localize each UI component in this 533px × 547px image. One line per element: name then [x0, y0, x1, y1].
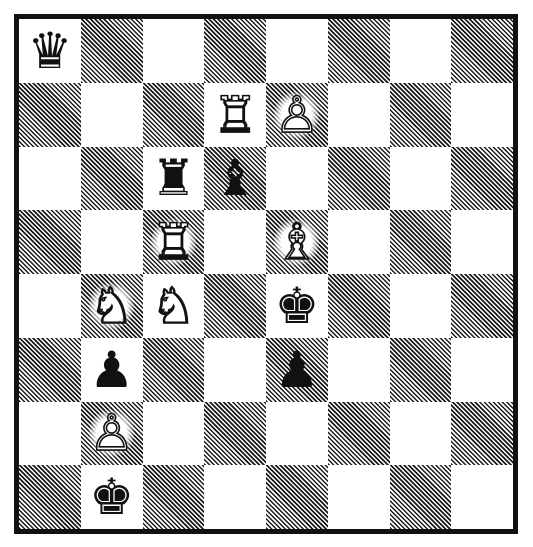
- square-g5[interactable]: [390, 210, 452, 274]
- square-c7[interactable]: [143, 83, 205, 147]
- white-rook-icon[interactable]: ♖: [213, 90, 258, 140]
- black-pawn-icon[interactable]: ♟: [274, 345, 319, 395]
- square-b2[interactable]: ♙: [81, 402, 143, 466]
- square-e2[interactable]: [266, 402, 328, 466]
- square-h1[interactable]: [451, 465, 513, 529]
- square-a2[interactable]: [19, 402, 81, 466]
- square-f4[interactable]: [328, 274, 390, 338]
- square-d6[interactable]: ♝: [204, 147, 266, 211]
- white-knight-icon[interactable]: ♘: [151, 281, 196, 331]
- black-bishop-icon[interactable]: ♝: [213, 153, 258, 203]
- square-a3[interactable]: [19, 338, 81, 402]
- square-e7[interactable]: ♙: [266, 83, 328, 147]
- square-d1[interactable]: [204, 465, 266, 529]
- white-pawn-icon[interactable]: ♙: [274, 90, 319, 140]
- black-queen-icon[interactable]: ♛: [27, 26, 72, 76]
- square-c4[interactable]: ♘: [143, 274, 205, 338]
- square-a7[interactable]: [19, 83, 81, 147]
- square-a5[interactable]: [19, 210, 81, 274]
- square-f2[interactable]: [328, 402, 390, 466]
- square-b3[interactable]: ♟: [81, 338, 143, 402]
- square-h8[interactable]: [451, 19, 513, 83]
- square-e5[interactable]: ♗: [266, 210, 328, 274]
- square-e3[interactable]: ♟: [266, 338, 328, 402]
- square-c3[interactable]: [143, 338, 205, 402]
- black-pawn-icon[interactable]: ♟: [89, 345, 134, 395]
- square-f3[interactable]: [328, 338, 390, 402]
- black-king-icon[interactable]: ♚: [274, 281, 319, 331]
- square-h2[interactable]: [451, 402, 513, 466]
- square-g8[interactable]: [390, 19, 452, 83]
- square-g1[interactable]: [390, 465, 452, 529]
- square-e1[interactable]: [266, 465, 328, 529]
- square-d2[interactable]: [204, 402, 266, 466]
- square-b4[interactable]: ♘: [81, 274, 143, 338]
- square-b1[interactable]: ♚: [81, 465, 143, 529]
- white-pawn-icon[interactable]: ♙: [89, 408, 134, 458]
- chess-board: ♛ ♖ ♙ ♜ ♝ ♖ ♗ ♘ ♘ ♚ ♟ ♟ ♙ ♚: [14, 14, 518, 534]
- square-f5[interactable]: [328, 210, 390, 274]
- square-h6[interactable]: [451, 147, 513, 211]
- square-d3[interactable]: [204, 338, 266, 402]
- square-a8[interactable]: ♛: [19, 19, 81, 83]
- square-c8[interactable]: [143, 19, 205, 83]
- square-c2[interactable]: [143, 402, 205, 466]
- square-g7[interactable]: [390, 83, 452, 147]
- square-d7[interactable]: ♖: [204, 83, 266, 147]
- square-e6[interactable]: [266, 147, 328, 211]
- square-f1[interactable]: [328, 465, 390, 529]
- square-a1[interactable]: [19, 465, 81, 529]
- square-f6[interactable]: [328, 147, 390, 211]
- square-a4[interactable]: [19, 274, 81, 338]
- white-knight-icon[interactable]: ♘: [89, 281, 134, 331]
- square-f7[interactable]: [328, 83, 390, 147]
- square-b8[interactable]: [81, 19, 143, 83]
- square-g3[interactable]: [390, 338, 452, 402]
- square-b7[interactable]: [81, 83, 143, 147]
- white-rook-icon[interactable]: ♖: [151, 217, 196, 267]
- square-h3[interactable]: [451, 338, 513, 402]
- square-g2[interactable]: [390, 402, 452, 466]
- square-c5[interactable]: ♖: [143, 210, 205, 274]
- square-e8[interactable]: [266, 19, 328, 83]
- square-f8[interactable]: [328, 19, 390, 83]
- square-h7[interactable]: [451, 83, 513, 147]
- white-bishop-icon[interactable]: ♗: [274, 217, 319, 267]
- black-king-icon[interactable]: ♚: [89, 472, 134, 522]
- square-a6[interactable]: [19, 147, 81, 211]
- square-e4[interactable]: ♚: [266, 274, 328, 338]
- square-b5[interactable]: [81, 210, 143, 274]
- black-rook-icon[interactable]: ♜: [151, 153, 196, 203]
- square-h4[interactable]: [451, 274, 513, 338]
- square-c6[interactable]: ♜: [143, 147, 205, 211]
- square-h5[interactable]: [451, 210, 513, 274]
- square-d4[interactable]: [204, 274, 266, 338]
- square-d8[interactable]: [204, 19, 266, 83]
- square-d5[interactable]: [204, 210, 266, 274]
- square-g4[interactable]: [390, 274, 452, 338]
- square-g6[interactable]: [390, 147, 452, 211]
- square-c1[interactable]: [143, 465, 205, 529]
- square-b6[interactable]: [81, 147, 143, 211]
